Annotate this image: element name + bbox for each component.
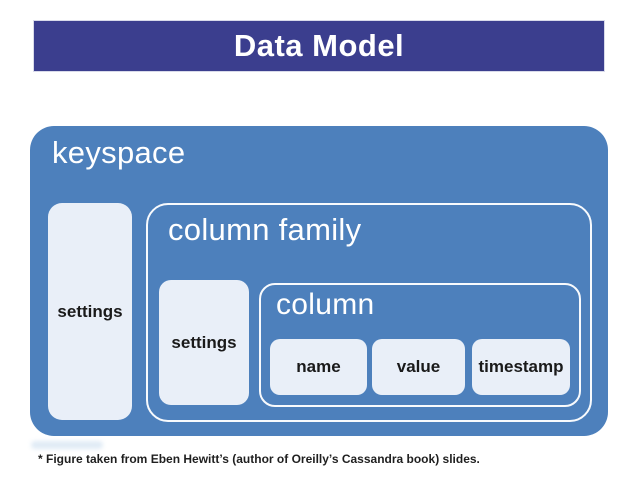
column-family-box: column family settings column name value… — [146, 203, 592, 422]
column-label: column — [276, 288, 375, 321]
column-box: column name value timestamp — [259, 283, 581, 407]
keyspace-box: keyspace settings column family settings… — [30, 126, 608, 436]
keyspace-settings-label: settings — [57, 301, 123, 321]
column-cell-timestamp-label: timestamp — [478, 357, 564, 376]
column-cell-value: value — [372, 339, 465, 395]
column-cell-value-label: value — [396, 357, 441, 376]
column-family-settings-label: settings — [171, 332, 237, 352]
column-cell-name: name — [270, 339, 367, 395]
column-cell-timestamp: timestamp — [472, 339, 570, 395]
keyspace-settings-box: settings — [48, 203, 132, 420]
column-family-label: column family — [168, 212, 362, 247]
column-family-settings-box: settings — [159, 280, 249, 405]
slide-title-bar: Data Model — [33, 20, 605, 72]
footnote: * Figure taken from Eben Hewitt’s (autho… — [38, 452, 480, 466]
keyspace-label: keyspace — [52, 135, 186, 170]
column-cell-name-label: name — [296, 357, 341, 376]
reflection-artifact — [31, 441, 103, 449]
slide-title: Data Model — [233, 28, 405, 63]
